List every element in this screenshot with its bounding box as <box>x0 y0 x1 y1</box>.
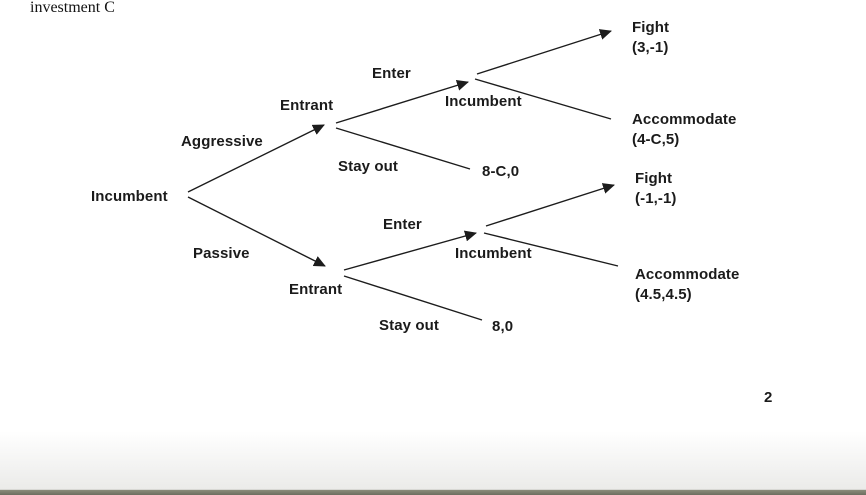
upper-incumbent-label: Incumbent <box>445 93 522 110</box>
upper-entrant-label: Entrant <box>280 97 334 114</box>
lower-stayout-label: Stay out <box>379 317 439 334</box>
window-bottom-edge-bar <box>0 489 866 495</box>
lower-entrant-label: Entrant <box>289 281 343 298</box>
upper-fight-outcome: Fight (3,-1) <box>632 18 669 58</box>
header-text: investment C <box>30 0 115 16</box>
upper-stayout-label: Stay out <box>338 158 398 175</box>
lower-accommodate-payoff: (4.5,4.5) <box>635 286 692 303</box>
branch-passive-label: Passive <box>193 245 250 262</box>
upper-fight-payoff: (3,-1) <box>632 39 669 56</box>
edge-fight-lower <box>485 183 615 227</box>
upper-accommodate-outcome: Accommodate (4-C,5) <box>632 110 736 150</box>
upper-accommodate-payoff: (4-C,5) <box>632 131 680 148</box>
root-incumbent-label: Incumbent <box>91 188 168 205</box>
edge-stayout-lower <box>343 275 483 321</box>
upper-fight-label: Fight <box>632 19 670 36</box>
lower-stayout-payoff: 8,0 <box>492 318 514 335</box>
branch-aggressive-label: Aggressive <box>181 133 263 150</box>
upper-accommodate-label: Accommodate <box>632 111 737 128</box>
lower-enter-label: Enter <box>383 216 422 233</box>
lower-fight-payoff: (-1,-1) <box>635 190 677 207</box>
edge-fight-upper <box>476 29 612 75</box>
page-number: 2 <box>764 389 773 406</box>
upper-enter-label: Enter <box>372 65 411 82</box>
lower-fight-outcome: Fight (-1,-1) <box>635 169 677 209</box>
page-bottom-fade <box>0 431 866 489</box>
lower-accommodate-outcome: Accommodate (4.5,4.5) <box>635 265 739 305</box>
lower-accommodate-label: Accommodate <box>635 266 740 283</box>
upper-stayout-payoff: 8-C,0 <box>482 163 520 180</box>
lower-incumbent-label: Incumbent <box>455 245 532 262</box>
lower-fight-label: Fight <box>635 170 673 187</box>
